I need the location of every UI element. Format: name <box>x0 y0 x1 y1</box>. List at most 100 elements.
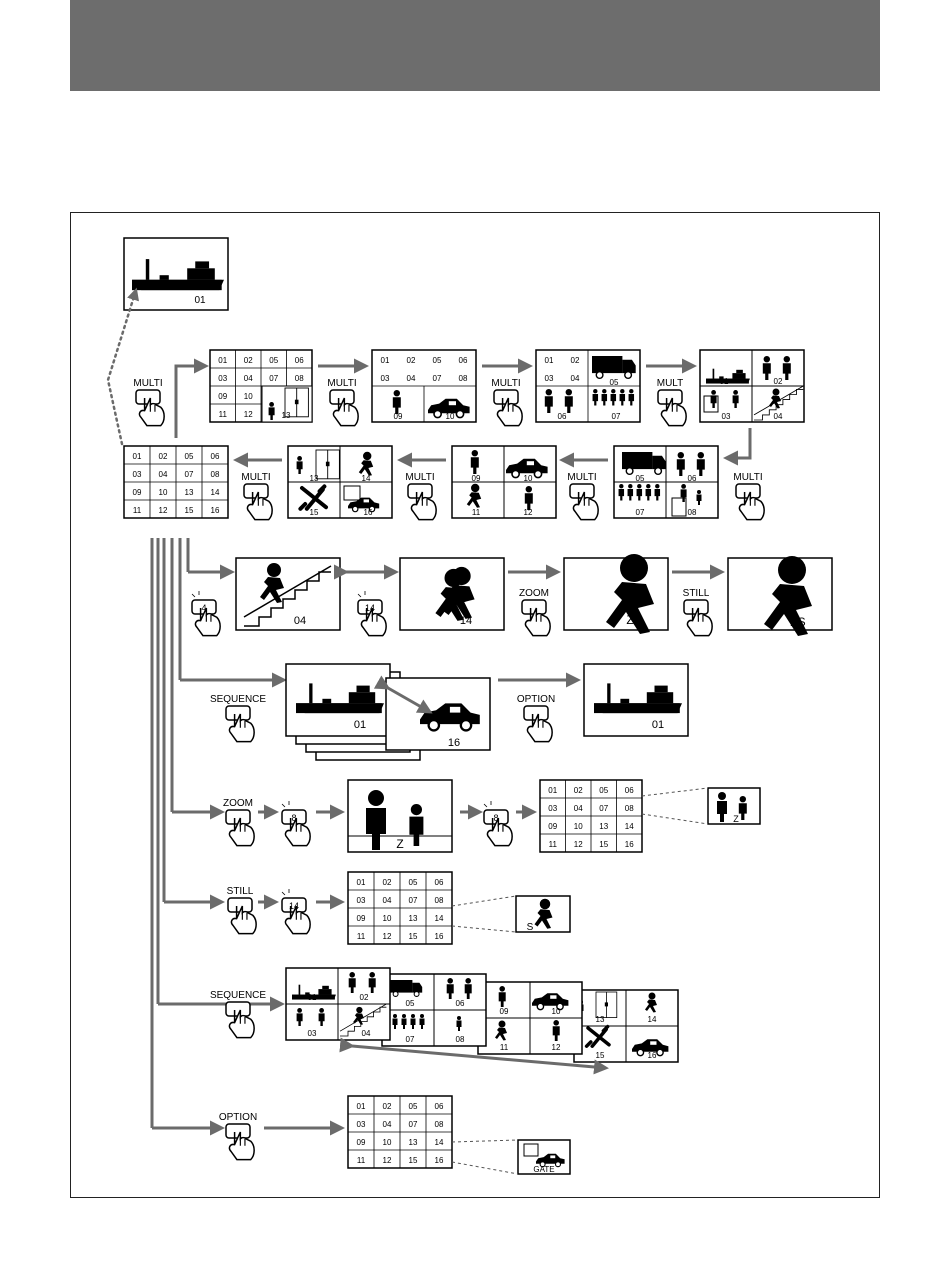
leader-line <box>451 1161 519 1175</box>
camera-number: 10 <box>552 1007 561 1016</box>
camera-number: 01 <box>308 993 317 1002</box>
grid-cell-number: 08 <box>295 374 304 383</box>
screen-border <box>707 787 761 825</box>
grid-cell-number: 16 <box>435 1156 444 1165</box>
sequence-screen-car: 16 <box>385 677 491 751</box>
grid-cell-number: 01 <box>218 356 227 365</box>
grid-16-overlay-door: 0102050603040708091013141112151613 <box>209 349 313 423</box>
camera-number: 09 <box>500 1007 509 1016</box>
grid-cell-number: 07 <box>599 804 608 813</box>
grid-cell-number: 12 <box>383 932 392 941</box>
grid-cell-number: 07 <box>185 470 194 479</box>
grid-cell-number: 04 <box>574 804 583 813</box>
multi-button-5-label: MULTI <box>567 472 596 483</box>
camera-number: 03 <box>308 1029 317 1038</box>
multi-button-2-label: MULTI <box>327 378 356 389</box>
grid-cell-number: 01 <box>357 878 366 887</box>
camera-number: 04 <box>294 615 306 627</box>
sequence-screen-ship: 01 <box>285 663 391 737</box>
grid-cell-number: 14 <box>435 1138 444 1147</box>
grid-cell-number: 06 <box>211 452 220 461</box>
quad-person-car-stack: 09 10 11 12 <box>477 981 583 1055</box>
press-spark <box>281 889 290 896</box>
grid-cell-number: 16 <box>625 840 634 849</box>
grid-cell-number: 06 <box>459 356 468 365</box>
camera-number: 05 <box>610 378 619 387</box>
camera-number: 14 <box>460 615 472 627</box>
door-icon <box>595 991 618 1018</box>
grid-cell-number: 03 <box>357 1120 366 1129</box>
key-4-button: 4 <box>191 591 221 637</box>
grid-cell-number: 14 <box>211 488 220 497</box>
camera-number: 15 <box>596 1051 605 1060</box>
camera-number: 16 <box>364 508 373 517</box>
double-arrow-multi-sequence <box>339 1037 609 1075</box>
camera-number: 02 <box>360 993 369 1002</box>
grid-cell-number: 04 <box>407 374 416 383</box>
zoom-still-mark: ZS <box>790 615 805 629</box>
diagram-frame <box>70 212 880 1198</box>
grid-cell-number: 06 <box>625 786 634 795</box>
double-arrow-sequence <box>373 675 433 714</box>
camera-number: 06 <box>688 474 697 483</box>
grid-cell-number: 10 <box>383 1138 392 1147</box>
press-spark <box>483 801 492 808</box>
multi-button-1: MULTI <box>133 378 165 427</box>
camera-number: 11 <box>500 1043 509 1052</box>
grid-cell-number: 08 <box>435 896 444 905</box>
door-icon <box>315 449 340 480</box>
grid-cell-number: 01 <box>545 356 554 365</box>
grid-cell-number: 05 <box>185 452 194 461</box>
monitor-icon <box>523 1143 539 1157</box>
multi-button-7: MULTI <box>241 472 273 521</box>
grid-cell-number: 04 <box>383 896 392 905</box>
leader-line <box>451 895 517 907</box>
leader-line <box>641 787 709 797</box>
camera-number: 14 <box>648 1015 657 1024</box>
grid-cell-number: 06 <box>435 1102 444 1111</box>
grid-cell-number: 12 <box>574 840 583 849</box>
grid-cell-number: 05 <box>409 878 418 887</box>
key-8-button-1: 8 <box>281 801 311 847</box>
still-inset: S <box>515 895 571 933</box>
grid-cell-number: 01 <box>357 1102 366 1111</box>
grid-cell-number: 04 <box>383 1120 392 1129</box>
camera-number: 12 <box>552 1043 561 1052</box>
grid-cell-number: 05 <box>409 1102 418 1111</box>
grid-cell-number: 09 <box>133 488 142 497</box>
grid-cell-number: 15 <box>599 840 608 849</box>
camera-number: 11 <box>472 508 481 517</box>
mult-button: MULT <box>657 378 687 427</box>
option-button-1: OPTION <box>517 694 555 743</box>
grid-cell-number: 11 <box>549 840 558 849</box>
desk-icon <box>671 497 687 517</box>
grid-cell-number: 02 <box>571 356 580 365</box>
camera-number: 14 <box>362 474 371 483</box>
camera-number: 02 <box>774 377 783 386</box>
grid-cell-number: 15 <box>409 932 418 941</box>
grid-cell-number: 11 <box>133 506 142 515</box>
camera-number: 10 <box>524 474 533 483</box>
camera-number: 07 <box>406 1035 415 1044</box>
monitor-icon <box>343 485 361 501</box>
leader-line <box>641 813 709 825</box>
key-8-button-2: 8 <box>483 801 513 847</box>
multi-button-3: MULTI <box>491 378 523 427</box>
press-spark <box>357 591 366 598</box>
camera-number: 04 <box>362 1029 371 1038</box>
multi-button-3-label: MULTI <box>491 378 520 389</box>
zoom-button-2: ZOOM <box>223 798 255 847</box>
grid-cell-number: 07 <box>269 374 278 383</box>
grid-cell-number: 03 <box>133 470 142 479</box>
grid-cell-number: 02 <box>407 356 416 365</box>
camera-number: 08 <box>456 1035 465 1044</box>
option-button-1-label: OPTION <box>517 694 555 705</box>
arrow-down-to-row-2 <box>723 428 752 466</box>
camera-number: 07 <box>636 508 645 517</box>
grid-cell-number: 10 <box>244 392 253 401</box>
